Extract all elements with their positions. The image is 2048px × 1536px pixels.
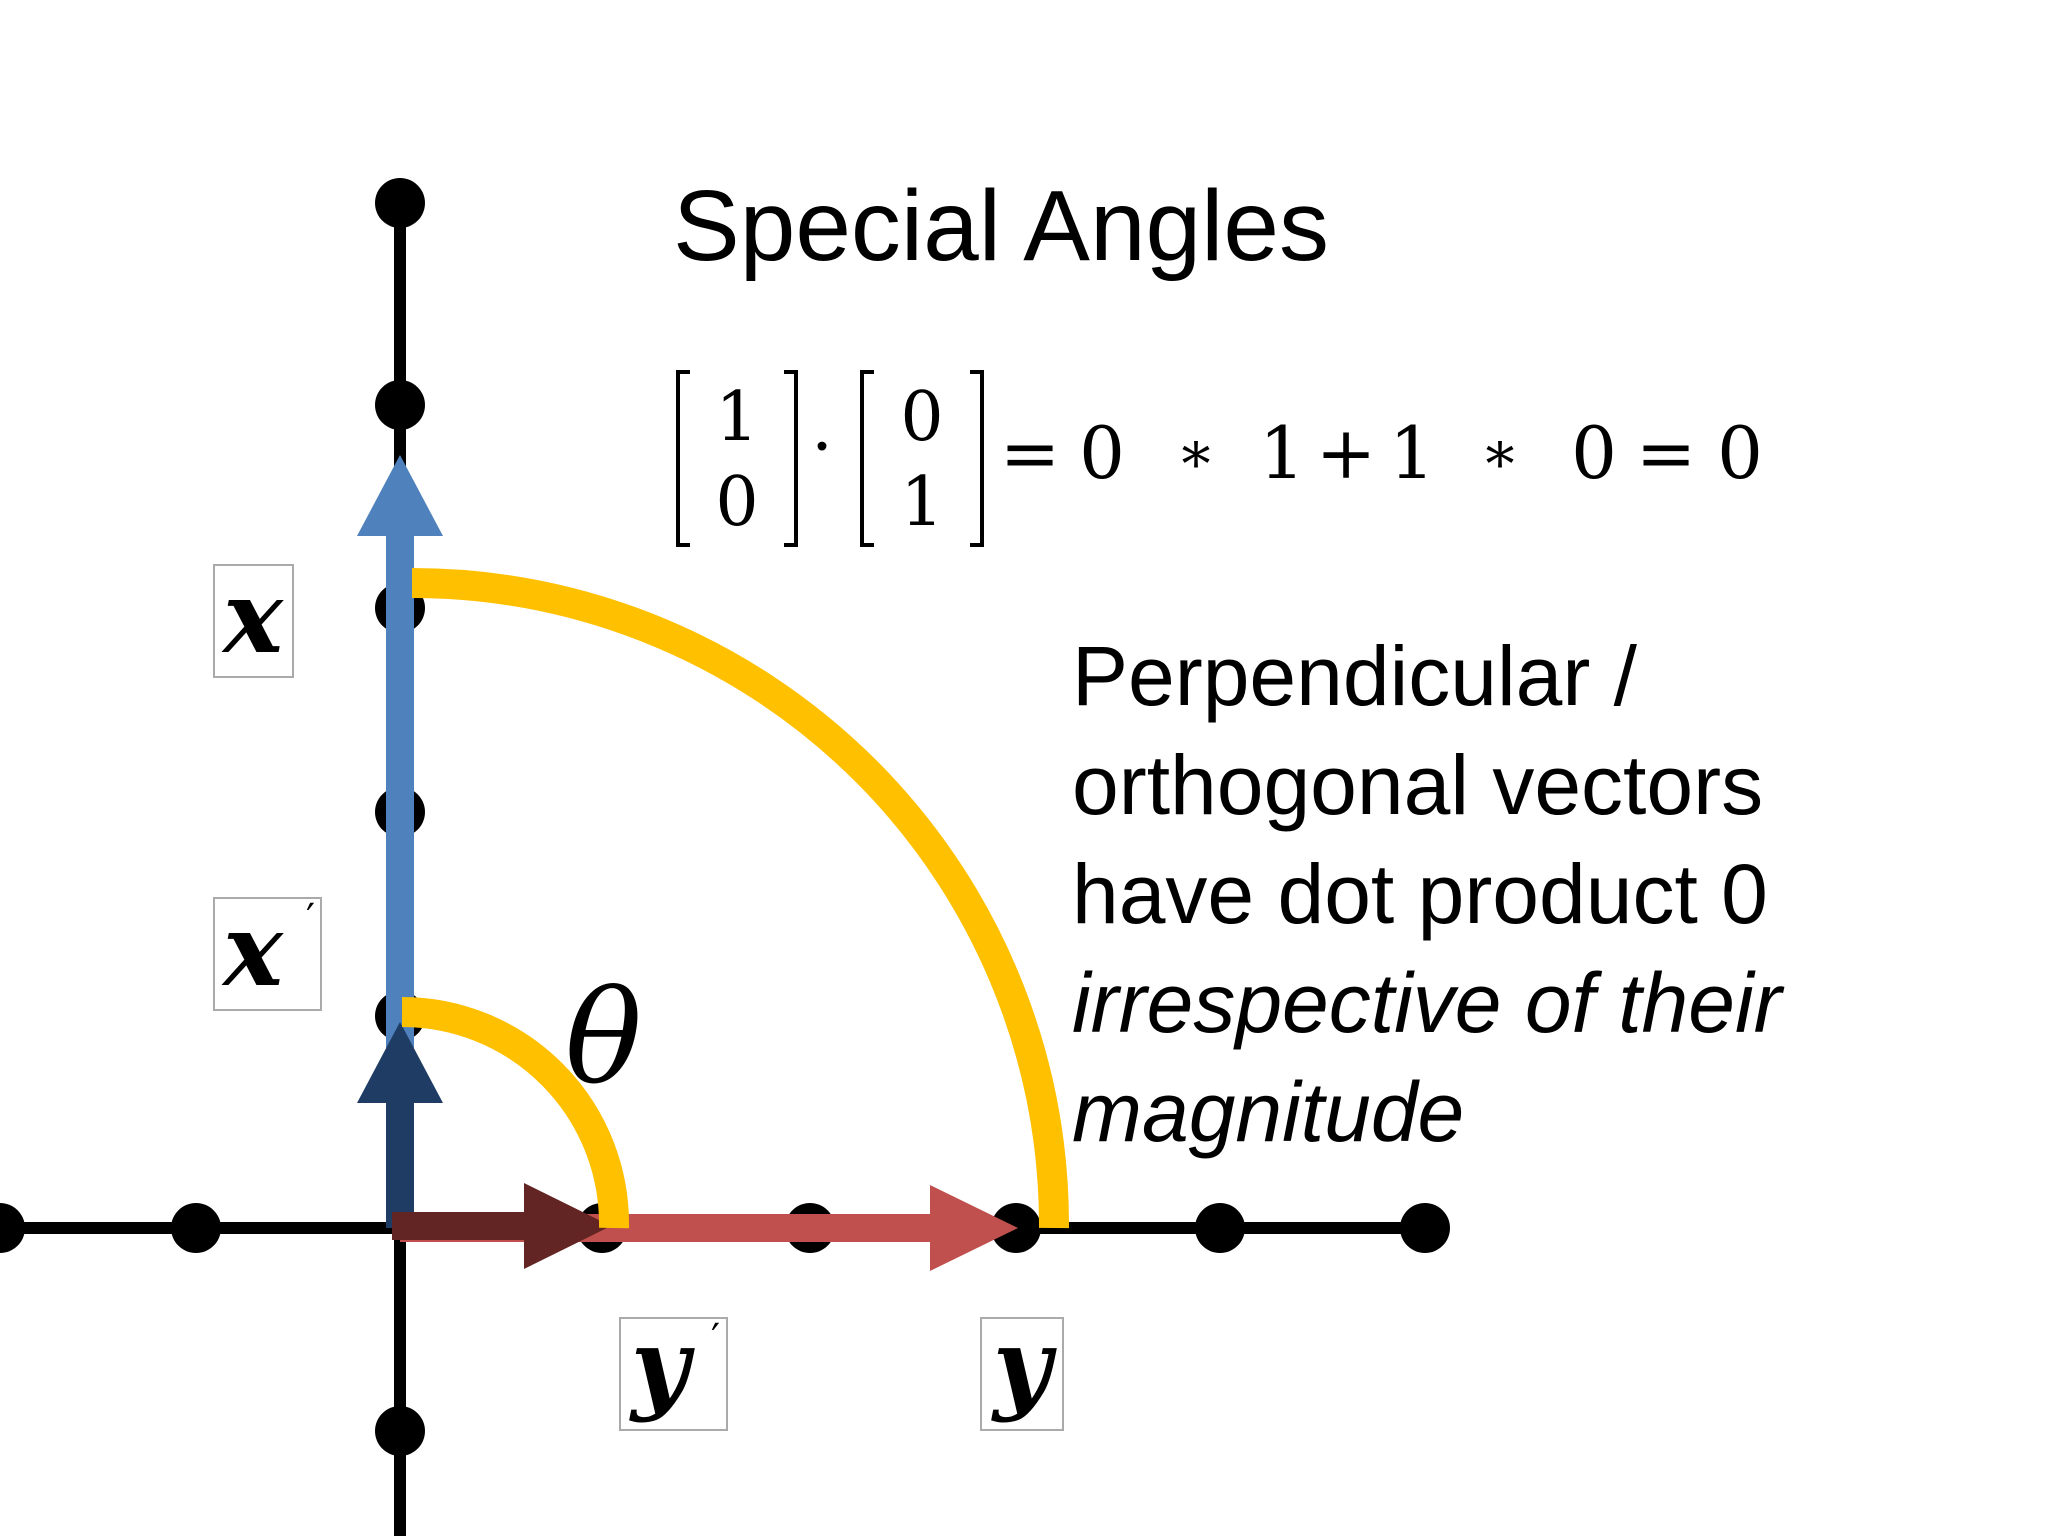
- equation-term-1a: 1: [1259, 411, 1305, 495]
- label-y-prime-text: y: [629, 1306, 695, 1424]
- tick-dot: [1195, 1203, 1245, 1253]
- matrix-b-top: 0: [900, 378, 943, 457]
- tick-dot: [375, 380, 425, 430]
- matrix-a-left-bracket: [676, 370, 690, 547]
- dot-operator: ·: [811, 408, 833, 487]
- equation-term-0a: 0: [1079, 411, 1125, 495]
- tick-dot: [375, 178, 425, 228]
- matrix-b-bottom: 1: [900, 463, 943, 542]
- tick-dot: [375, 1406, 425, 1456]
- label-x-text: x: [221, 558, 284, 676]
- tick-dot: [171, 1203, 221, 1253]
- label-y: y: [980, 1306, 1064, 1431]
- tick-dot: [1400, 1203, 1450, 1253]
- label-y-text: y: [991, 1306, 1057, 1424]
- label-y-prime-mark: ′: [711, 1316, 720, 1362]
- small-angle-arc: [401, 997, 630, 1229]
- explanation-line-5: magnitude: [1072, 1065, 1465, 1159]
- vector-x-prime: [357, 1022, 443, 1228]
- tick-dot: [0, 1203, 25, 1253]
- equation-times-1: *: [1182, 430, 1211, 498]
- explanation-line-1: Perpendicular /: [1072, 629, 1637, 723]
- label-x-prime-text: x: [221, 891, 284, 1009]
- label-x-prime-box: [213, 897, 322, 1011]
- matrix-a-bottom: 0: [715, 463, 758, 542]
- label-x-prime-mark: ′: [306, 896, 315, 942]
- matrix-b-left-bracket: [860, 370, 874, 547]
- label-x-prime: x ′: [213, 891, 322, 1011]
- vector-y-prime-shaft: [392, 1212, 538, 1240]
- matrix-b-right-bracket: [970, 370, 984, 547]
- equation-equals-1: =: [1000, 411, 1060, 495]
- label-x: x: [213, 558, 294, 678]
- equation-term-1b: 1: [1389, 411, 1435, 495]
- equation-plus: +: [1316, 411, 1376, 495]
- label-y-prime: y ′: [619, 1306, 728, 1431]
- label-y-prime-box: [619, 1317, 728, 1431]
- label-x-box: [213, 564, 294, 678]
- matrix-a-top: 1: [715, 378, 758, 457]
- explanation-line-3: have dot product 0: [1072, 847, 1768, 941]
- matrix-a-right-bracket: [784, 370, 798, 547]
- equation-times-2: *: [1486, 430, 1515, 498]
- vector-x-prime-head: [357, 1022, 443, 1103]
- angle-arcs: [401, 568, 1070, 1229]
- equation-equals-2: =: [1636, 411, 1696, 495]
- explanation-line-2: orthogonal vectors: [1072, 738, 1764, 832]
- vector-y-prime-head: [524, 1183, 611, 1269]
- large-angle-arc: [411, 568, 1070, 1229]
- vector-y-prime: [392, 1183, 611, 1269]
- equation-term-0b: 0: [1571, 411, 1617, 495]
- label-y-box: [980, 1317, 1064, 1431]
- explanation-line-4: irrespective of their: [1072, 956, 1782, 1050]
- theta-label: θ: [565, 964, 642, 1113]
- vector-x-head: [357, 455, 443, 536]
- equation-result: 0: [1717, 411, 1763, 495]
- vector-y-head: [930, 1185, 1018, 1271]
- dot-product-equation: 1 0 · 0 1 = 0 * 1 + 1 * 0 = 0: [676, 370, 1763, 547]
- vector-x-prime-shaft: [386, 1095, 414, 1228]
- slide-title: Special Angles: [673, 170, 1330, 282]
- explanation-text: Perpendicular / orthogonal vectors have …: [1072, 622, 1972, 1167]
